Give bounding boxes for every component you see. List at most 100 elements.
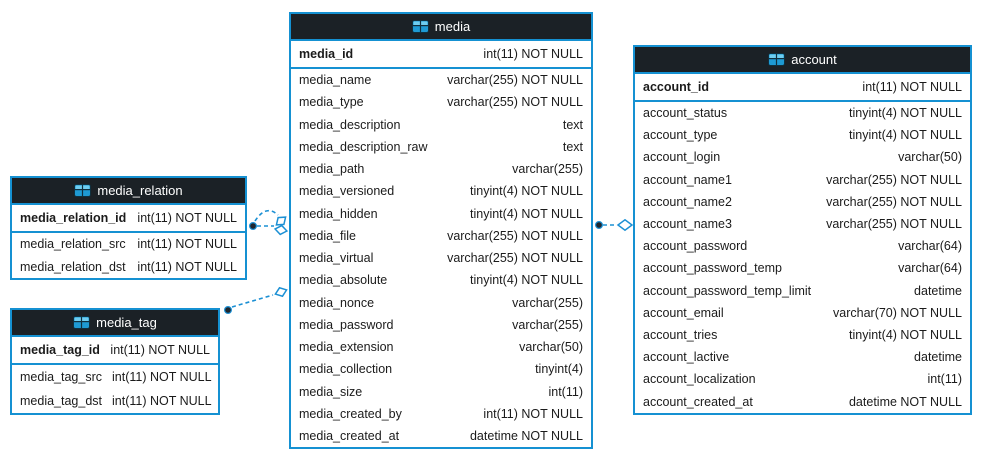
column-row[interactable]: account_name2 varchar(255) NOT NULL xyxy=(635,191,970,213)
table-media-relation[interactable]: media_relation media_relation_id int(11) … xyxy=(10,176,247,280)
column-type: tinyint(4) NOT NULL xyxy=(849,128,962,143)
column-row[interactable]: media_relation_src int(11) NOT NULL xyxy=(12,233,245,256)
column-type: varchar(255) NOT NULL xyxy=(826,217,962,232)
column-name: account_login xyxy=(643,150,721,165)
table-title: account xyxy=(791,52,837,67)
column-name: account_name1 xyxy=(643,172,732,187)
column-name: media_versioned xyxy=(299,184,395,199)
circle-endpoint xyxy=(594,221,603,230)
column-type: tinyint(4) NOT NULL xyxy=(470,206,583,221)
circle-endpoint xyxy=(224,306,233,315)
column-name: account_id xyxy=(643,80,709,94)
column-row[interactable]: account_created_at datetime NOT NULL xyxy=(635,390,970,412)
table-title: media_tag xyxy=(96,315,157,330)
column-name: media_tag_dst xyxy=(20,394,103,408)
table-header[interactable]: account xyxy=(635,47,970,72)
table-icon xyxy=(74,184,92,197)
column-type: int(11) NOT NULL xyxy=(862,80,962,94)
column-type: int(11) xyxy=(927,372,962,387)
relationship-media-tag-media[interactable] xyxy=(224,286,288,315)
column-name: account_name2 xyxy=(643,194,732,209)
relationship-media-account[interactable] xyxy=(594,218,634,232)
relationship-media-relation-media[interactable] xyxy=(249,209,289,236)
column-type: int(11) NOT NULL xyxy=(137,237,237,252)
column-name: account_created_at xyxy=(643,394,753,409)
column-name: media_path xyxy=(299,162,365,177)
column-row[interactable]: account_tries tinyint(4) NOT NULL xyxy=(635,324,970,346)
column-type: int(11) NOT NULL xyxy=(137,211,237,225)
table-header[interactable]: media_tag xyxy=(12,310,218,335)
column-name: media_virtual xyxy=(299,251,374,266)
column-name: media_type xyxy=(299,95,364,110)
circle-endpoint xyxy=(249,222,258,231)
column-row[interactable]: media_versioned tinyint(4) NOT NULL xyxy=(291,180,591,202)
column-type: tinyint(4) NOT NULL xyxy=(470,184,583,199)
column-name: media_password xyxy=(299,317,394,332)
pk-section: media_relation_id int(11) NOT NULL xyxy=(12,203,245,233)
column-name: media_created_at xyxy=(299,429,400,444)
pk-section: account_id int(11) NOT NULL xyxy=(635,72,970,102)
column-type: tinyint(4) NOT NULL xyxy=(849,327,962,342)
table-icon xyxy=(768,53,786,66)
table-account[interactable]: account account_id int(11) NOT NULL accou… xyxy=(633,45,972,415)
column-name: media_relation_dst xyxy=(20,259,126,274)
column-name: media_file xyxy=(299,228,356,243)
column-type: int(11) NOT NULL xyxy=(110,343,210,357)
column-name: media_tag_src xyxy=(20,370,102,384)
column-name: media_name xyxy=(299,73,372,88)
table-header[interactable]: media xyxy=(291,14,591,39)
pk-column-row[interactable]: media_relation_id int(11) NOT NULL xyxy=(12,205,245,231)
column-name: account_tries xyxy=(643,327,718,342)
column-type: int(11) xyxy=(548,384,583,399)
table-header[interactable]: media_relation xyxy=(12,178,245,203)
column-name: media_id xyxy=(299,47,354,61)
column-name: media_relation_id xyxy=(20,211,127,225)
column-type: datetime NOT NULL xyxy=(848,394,962,409)
column-type: varchar(255) xyxy=(512,317,583,332)
column-row[interactable]: media_password varchar(255) xyxy=(291,314,591,336)
column-name: media_relation_src xyxy=(20,237,126,252)
pk-column-row[interactable]: account_id int(11) NOT NULL xyxy=(635,74,970,100)
column-type: int(11) NOT NULL xyxy=(483,406,583,421)
column-type: varchar(255) NOT NULL xyxy=(826,194,962,209)
